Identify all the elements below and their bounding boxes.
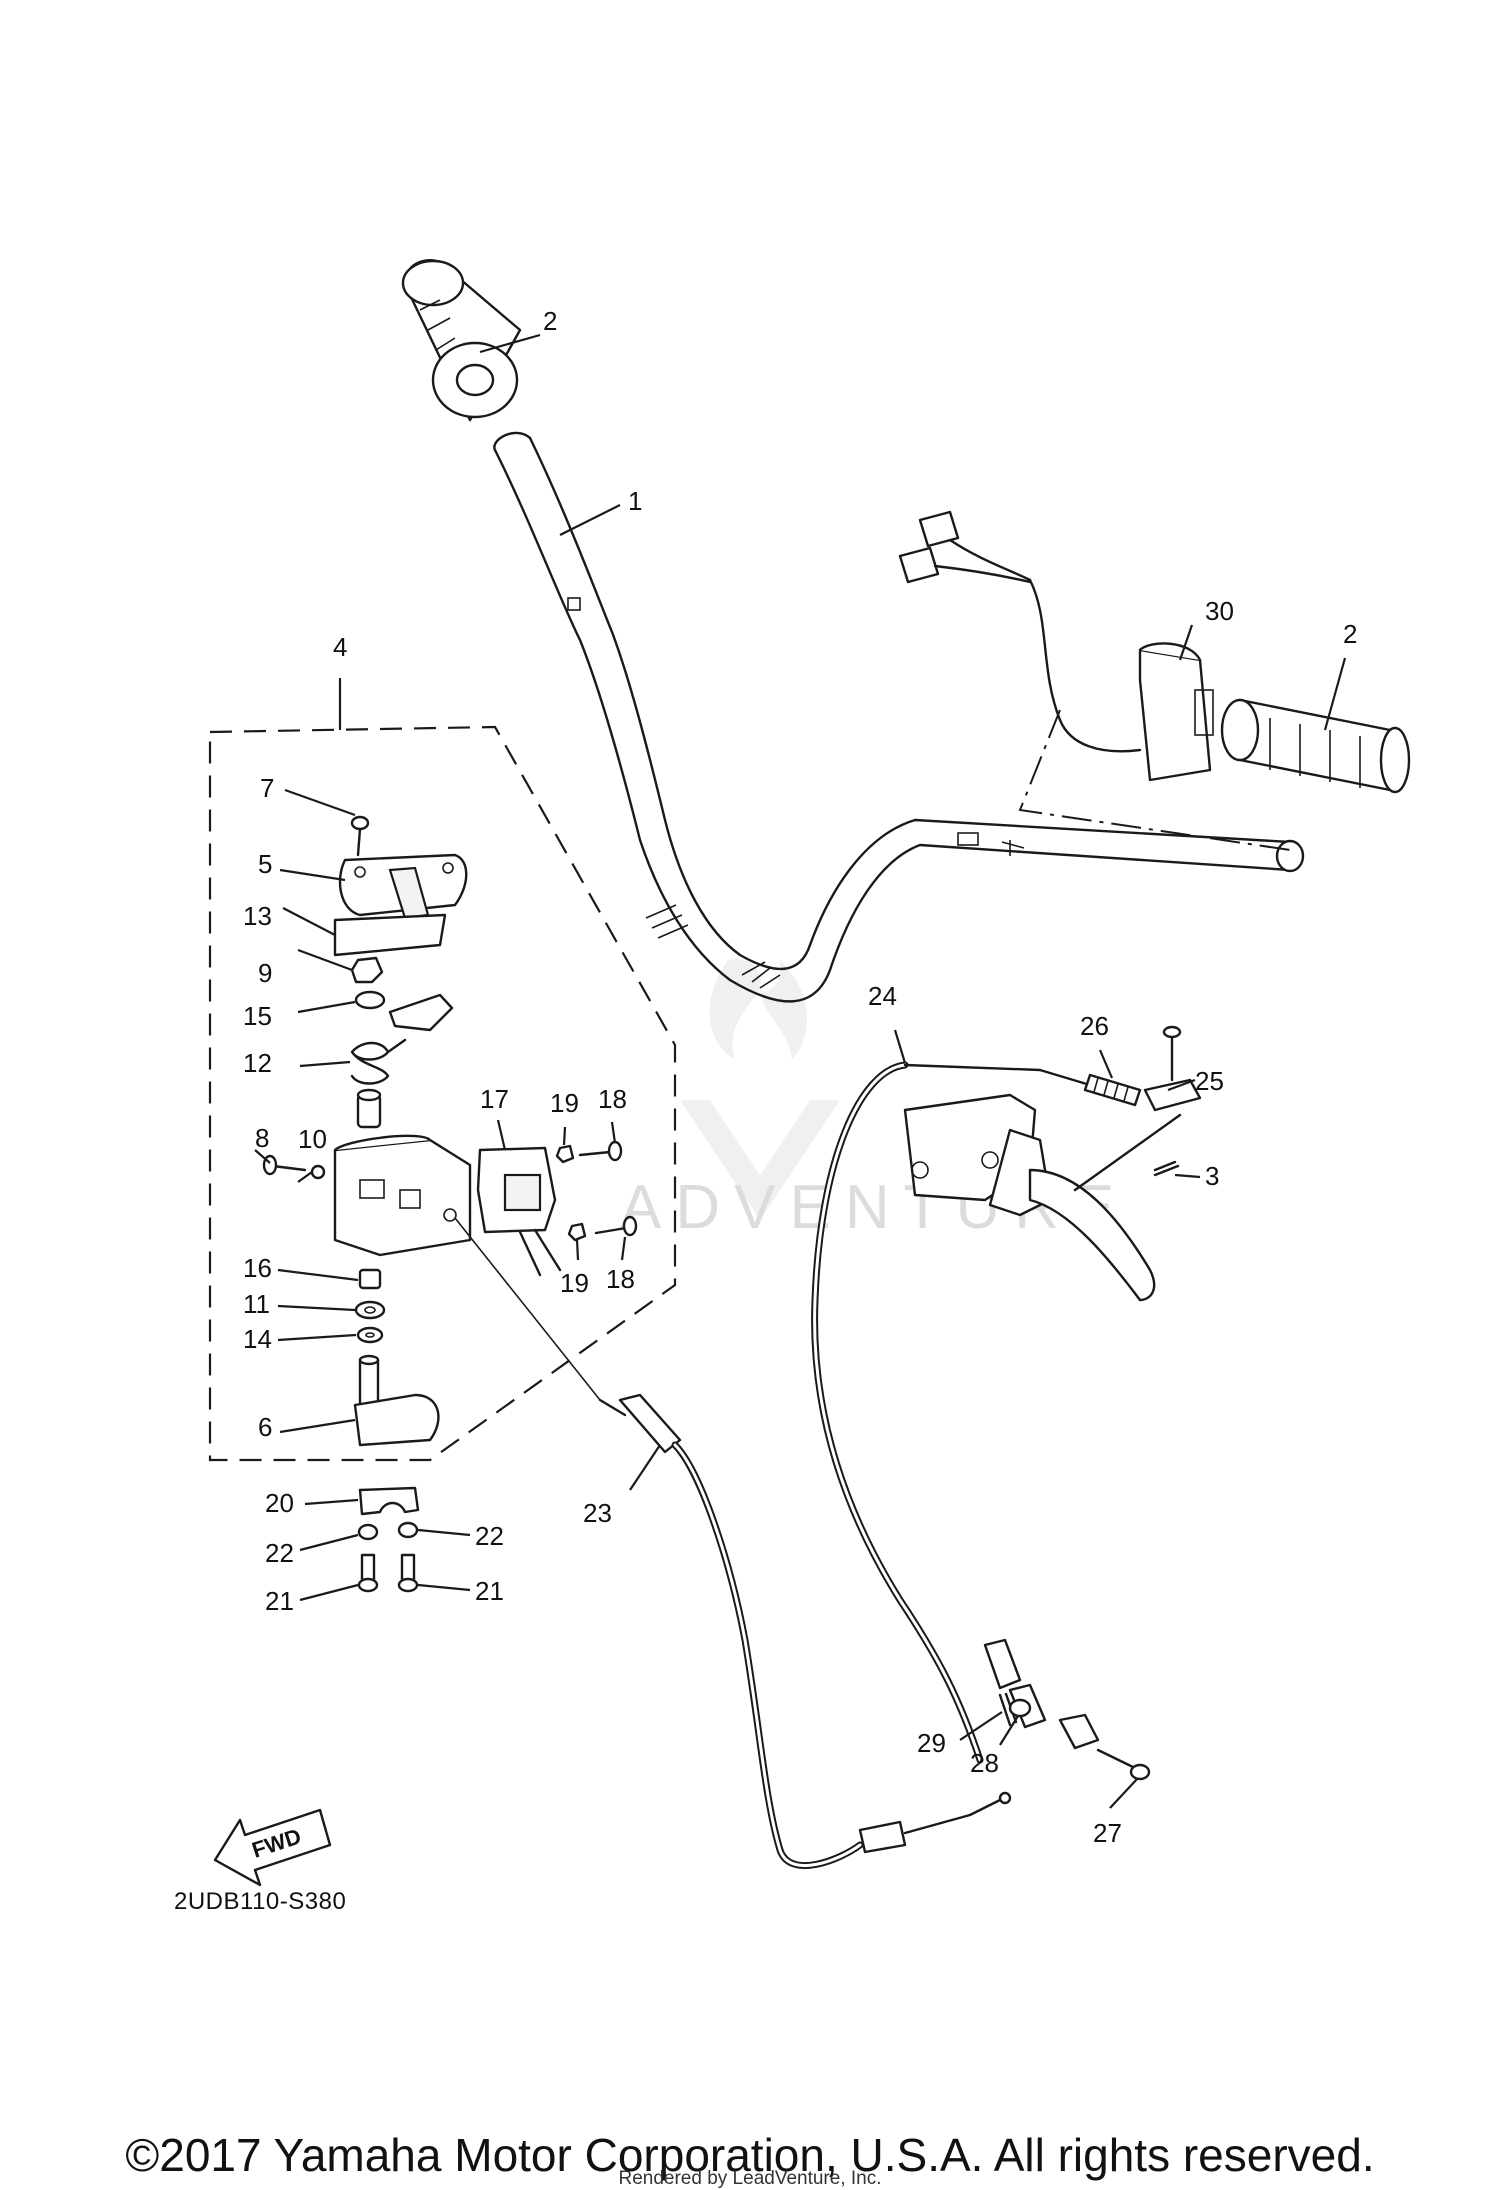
switch-block-17	[476, 1146, 562, 1277]
callout-22-left: 22	[265, 1538, 294, 1568]
right-grip-guide	[1018, 709, 1291, 851]
callout-3: 3	[1205, 1161, 1219, 1191]
switch-housing	[333, 1134, 472, 1257]
brake-cable-24	[811, 1061, 1100, 1764]
callout-14: 14	[243, 1324, 272, 1354]
screw-7	[350, 815, 370, 857]
callout-21-right: 21	[475, 1576, 504, 1606]
pin-3	[1153, 1160, 1180, 1177]
callout-20: 20	[265, 1488, 294, 1518]
callout-5: 5	[258, 849, 272, 879]
callout-11: 11	[243, 1289, 270, 1319]
washer-14	[356, 1326, 384, 1344]
washer-22-right	[397, 1521, 419, 1539]
callout-15: 15	[243, 1001, 272, 1031]
copyright-notice: ©2017 Yamaha Motor Corporation, U.S.A. A…	[125, 2129, 1375, 2181]
callout-10: 10	[298, 1124, 327, 1154]
fwd-arrow: FWD	[213, 1808, 332, 1887]
callout-2-right: 2	[1343, 619, 1357, 649]
nut-19-lower	[567, 1222, 587, 1242]
callout-9: 9	[258, 958, 272, 988]
pivot-bolt-25	[1143, 1025, 1202, 1112]
callout-17: 17	[480, 1084, 509, 1114]
spring-12	[350, 1038, 407, 1085]
callout-labels: 2 1 2 30 3 4 5 6 7 8 9 10 11 12 13 14 15…	[243, 306, 1357, 1848]
callout-13: 13	[243, 901, 272, 931]
callout-8: 8	[255, 1123, 269, 1153]
callout-4: 4	[333, 632, 347, 662]
screw-18-upper	[578, 1140, 623, 1162]
callout-30: 30	[1205, 596, 1234, 626]
callout-29: 29	[917, 1728, 946, 1758]
gasket-13	[333, 913, 447, 957]
callout-2-left: 2	[543, 306, 557, 336]
callout-1: 1	[628, 486, 642, 516]
pin-27	[1096, 1748, 1151, 1781]
right-grip	[1220, 698, 1411, 794]
washer-22-left	[357, 1523, 379, 1541]
callout-6: 6	[258, 1412, 272, 1442]
callout-18-lower: 18	[606, 1264, 635, 1294]
nut-9	[350, 956, 384, 984]
screw-18-lower	[594, 1215, 638, 1237]
leader-lines	[254, 333, 1347, 1809]
handlebar	[493, 431, 1305, 1003]
callout-25: 25	[1195, 1066, 1224, 1096]
callout-26: 26	[1080, 1011, 1109, 1041]
bushing-16	[358, 1268, 382, 1290]
adjuster-26	[1038, 1068, 1142, 1107]
bolt-21-left	[357, 1553, 379, 1593]
diagram-code: 2UDB110-S380	[174, 1888, 347, 1915]
callout-16: 16	[243, 1253, 272, 1283]
callout-22-right: 22	[475, 1521, 504, 1551]
clamp-20	[358, 1486, 420, 1516]
throttle-cable-23	[454, 1217, 1012, 1870]
nut-19-upper	[555, 1144, 575, 1164]
rendered-by-credit: Rendered by LeadVenture, Inc.	[618, 2168, 882, 2189]
callout-19-lower: 19	[560, 1268, 589, 1298]
left-grip	[401, 259, 522, 422]
throttle-lever-6	[353, 1354, 440, 1447]
right-switch-housing	[898, 510, 1214, 782]
screw-8	[262, 1154, 326, 1180]
callout-23: 23	[583, 1498, 612, 1528]
switch-cover-5	[338, 853, 468, 920]
callout-24: 24	[868, 981, 897, 1011]
callout-7: 7	[260, 773, 274, 803]
callout-19-upper: 19	[550, 1088, 579, 1118]
washer-11	[354, 1300, 386, 1320]
brake-master-cylinder	[903, 1093, 1182, 1302]
callout-18-upper: 18	[598, 1084, 627, 1114]
washer-15	[354, 990, 454, 1032]
callout-28: 28	[970, 1748, 999, 1778]
callout-12: 12	[243, 1048, 272, 1078]
switch-assembly-box	[208, 725, 677, 1462]
washer-28	[1008, 1698, 1032, 1718]
bolt-21-right	[397, 1553, 419, 1593]
callout-27: 27	[1093, 1818, 1122, 1848]
collar	[356, 1088, 382, 1129]
callout-21-left: 21	[265, 1586, 294, 1616]
